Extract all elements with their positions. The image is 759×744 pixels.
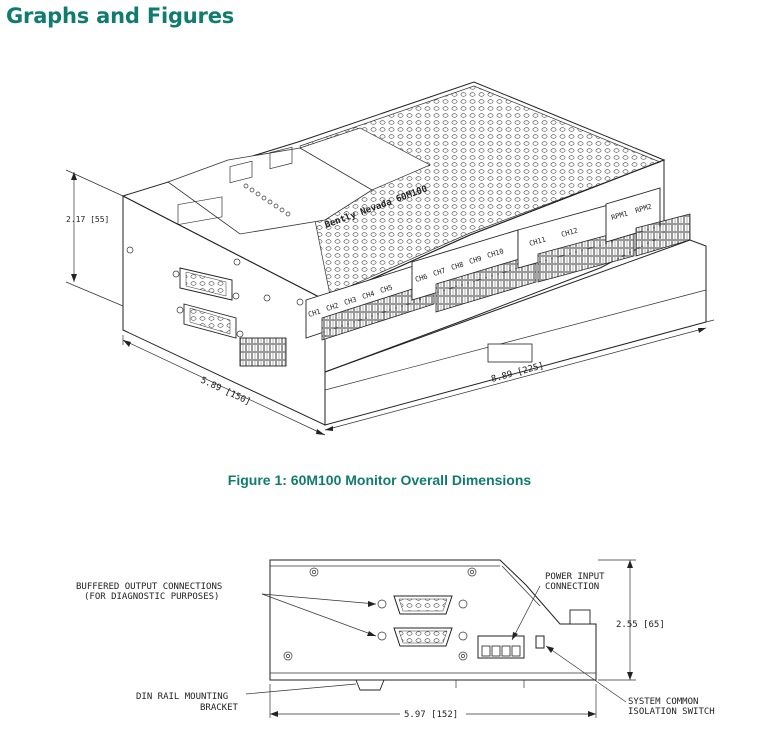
label-power-input-2: CONNECTION [545,582,599,592]
buffered-output-connectors [172,267,244,339]
status-leds [243,183,291,217]
label-din-rail: DIN RAIL MOUNTING [136,692,228,702]
monitor-base [324,239,707,426]
label-buffered-output-note: (FOR DIAGNOSTIC PURPOSES) [84,592,219,602]
buffered-output-connectors-side [377,595,468,647]
svg-text:CH9: CH9 [468,255,482,266]
fig1-depth-dimension: 5.89 [150] [199,376,252,408]
label-isolation-switch-2: ISOLATION SWITCH [628,707,715,717]
fig1-width-dimension: 8.89 [225] [490,361,545,385]
fig2-width-dimension: 5.97 [152] [404,710,458,720]
top-label-panel [167,147,373,235]
din-rail-bracket [355,679,385,691]
svg-text:CH6: CH6 [414,273,428,284]
label-power-input: POWER INPUT [545,572,605,582]
svg-text:CH1: CH1 [307,308,321,319]
label-buffered-output: BUFFERED OUTPUT CONNECTIONS [76,582,222,592]
figure2-side-view-drawing: BUFFERED OUTPUT CONNECTIONS (FOR DIAGNOS… [76,559,715,720]
page-heading: Graphs and Figures [6,4,235,28]
isolation-switch [535,635,545,649]
fig2-height-dimension: 2.55 [65] [616,620,665,630]
channel-terminal-blocks [305,187,691,341]
top-usb-connector [177,196,223,226]
vent-pattern [299,85,661,296]
figure1-caption: Figure 1: 60M100 Monitor Overall Dimensi… [227,472,532,488]
figure2-leader-lines [245,585,627,703]
power-input-connector [477,635,525,659]
svg-text:CH7: CH7 [432,267,446,278]
fig1-height-dimension-text: 2.17 [55] [66,215,109,224]
svg-text:CH3: CH3 [343,296,357,307]
svg-text:CH4: CH4 [361,290,375,301]
figure2-dimension-lines [269,559,636,718]
label-din-rail-2: BRACKET [200,703,239,713]
svg-text:CH8: CH8 [450,261,464,272]
svg-text:CH5: CH5 [379,284,393,295]
figure1-isometric-drawing: Bently Nevada 60M100 [65,81,715,436]
figure1-dimension-lines [65,169,715,436]
din-rail-clip [487,343,533,363]
power-connector [239,337,287,367]
svg-text:CH2: CH2 [325,302,339,313]
label-isolation-switch: SYSTEM COMMON [628,697,698,707]
